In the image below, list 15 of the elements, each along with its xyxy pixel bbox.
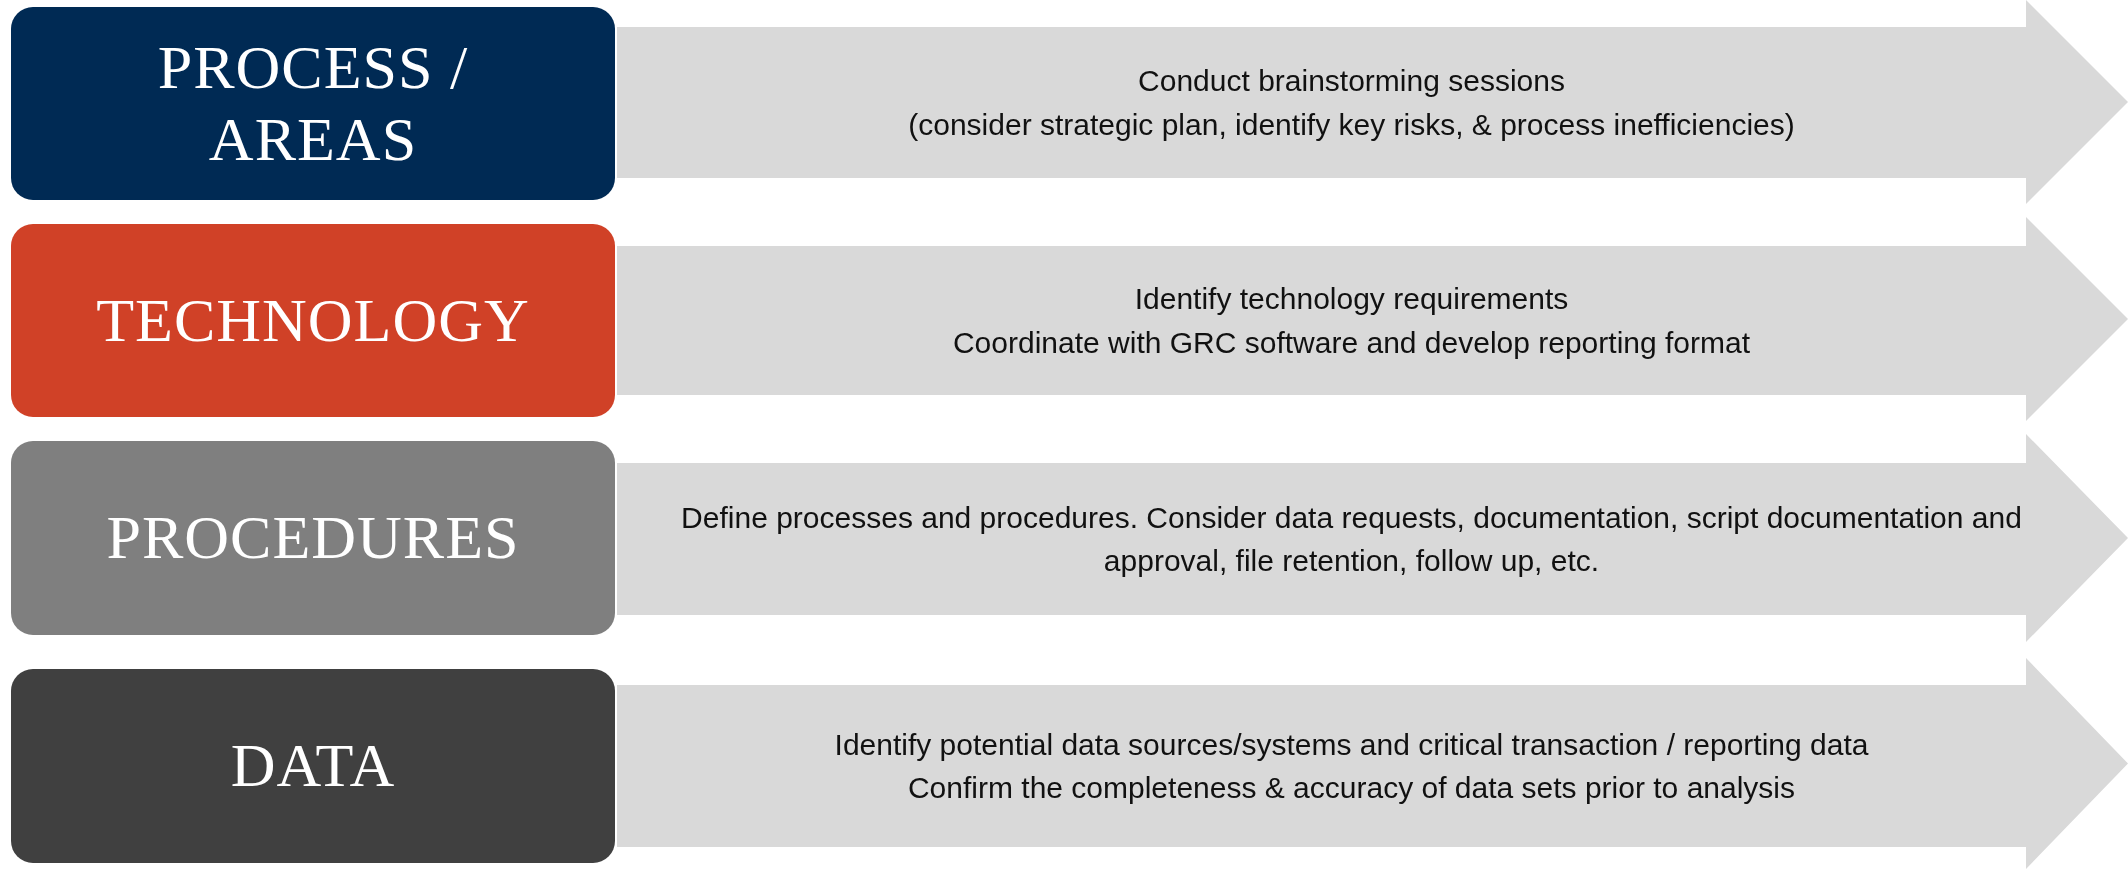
banner-text: Conduct brainstorming sessions: [1138, 63, 1565, 99]
category-box: [11, 7, 615, 200]
banner-text: Identify potential data sources/systems and critical transaction / reporting data: [834, 726, 1869, 763]
category-box: [11, 441, 615, 635]
banner-text: Define processes and procedures. Consider data requests, documentation, script documentation and approval, file retention, follow up, etc.: [680, 499, 2023, 579]
banner-text: Coordinate with GRC software and develop reporting format: [952, 324, 1751, 361]
category-label: PROCEDURES: [106, 502, 520, 574]
banner-text: Confirm the completeness & accuracy of data sets prior to analysis: [907, 770, 1796, 806]
category-box: [11, 224, 615, 417]
banner-text: Identify technology requirements: [1134, 281, 1569, 317]
category-label: DATA: [230, 730, 396, 802]
category-label: PROCESS / AREAS: [156, 32, 470, 175]
banner-text: (consider strategic plan, identify key risks, & process inefficiencies): [908, 106, 1795, 143]
category-box: [11, 669, 615, 863]
category-label: TECHNOLOGY: [96, 284, 530, 356]
